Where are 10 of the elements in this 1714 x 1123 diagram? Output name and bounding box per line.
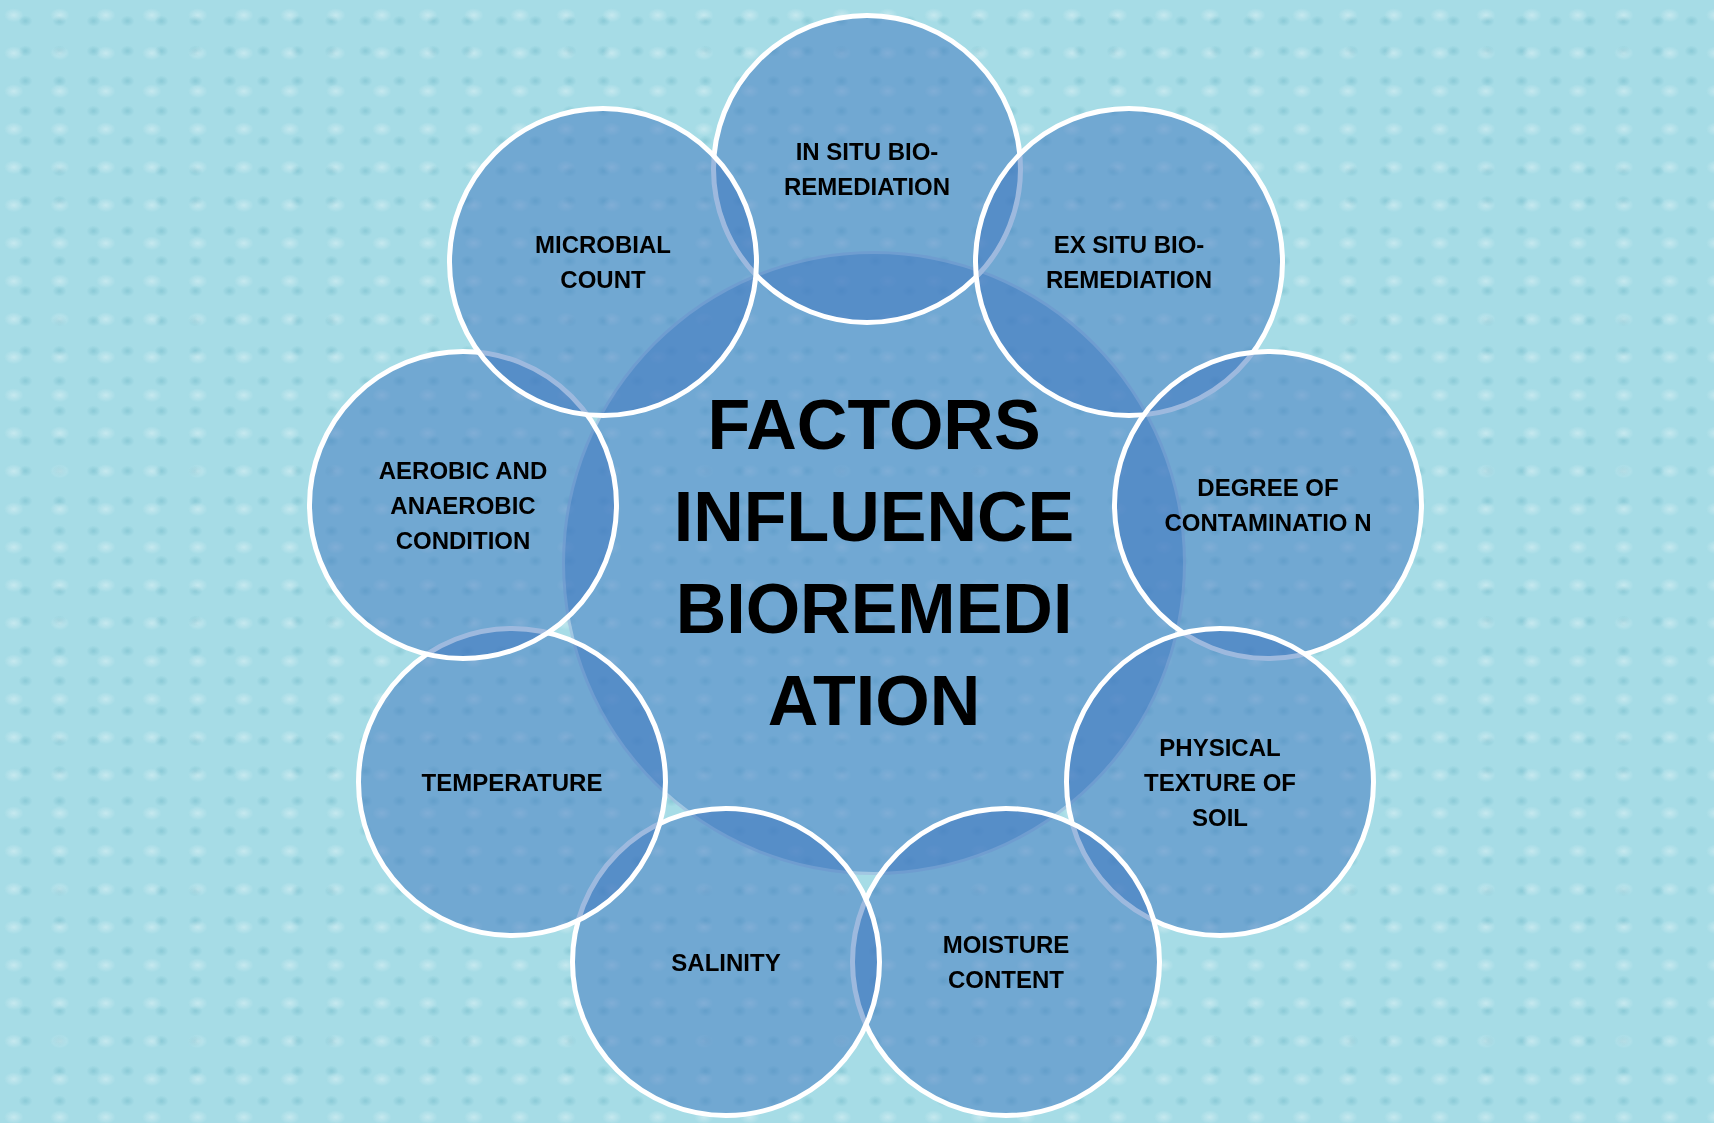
- factor-label: EX SITU BIO- REMEDIATION: [1044, 230, 1214, 295]
- factor-label: TEMPERATURE: [420, 767, 604, 798]
- factor-label: MICROBIAL COUNT: [534, 230, 672, 295]
- factor-label: IN SITU BIO- REMEDIATION: [782, 137, 952, 202]
- title-text: FACTORS INFLUENCE BIOREMEDI ATION: [672, 385, 1076, 742]
- factor-label: MOISTURE CONTENT: [941, 930, 1071, 995]
- factor-label: AEROBIC AND ANAEROBIC CONDITION: [377, 455, 549, 556]
- factor-label: DEGREE OF CONTAMINATIO N: [1163, 473, 1373, 538]
- factor-label: SALINITY: [670, 947, 782, 978]
- factor-label: PHYSICAL TEXTURE OF SOIL: [1143, 732, 1297, 833]
